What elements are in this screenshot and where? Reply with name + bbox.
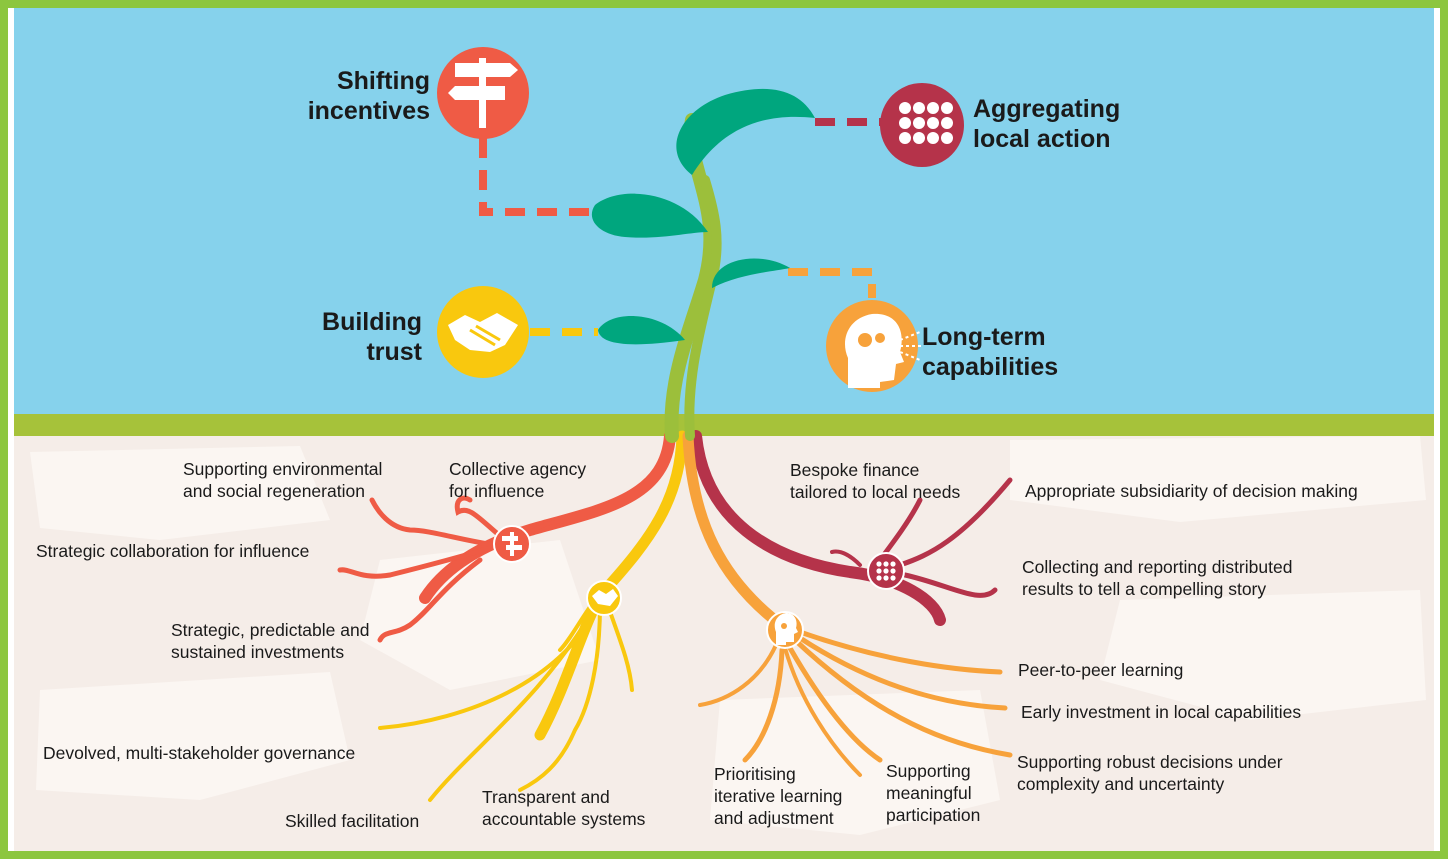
transparent-systems-label: Transparent and accountable systems <box>482 787 646 829</box>
handshake-icon <box>437 286 529 378</box>
incentives-connector <box>479 138 590 216</box>
head-gears-icon <box>826 300 922 392</box>
leaf-left-lower <box>598 316 685 345</box>
early-investment-label: Early investment in local capabilities <box>1021 702 1302 722</box>
iterative-learning-label: Prioritising iterative learning and adju… <box>714 764 843 828</box>
shifting-incentives-label: Shifting incentives <box>307 67 430 125</box>
leaves <box>591 88 815 345</box>
trust-root-node-icon <box>586 580 622 616</box>
building-trust-label: Building trust <box>322 308 422 366</box>
sky <box>14 8 1434 420</box>
robust-decisions-label: Supporting robust decisions under comple… <box>1017 752 1283 794</box>
roots <box>337 430 1013 802</box>
leaf-top <box>676 88 815 175</box>
aggregating-local-action-label: Aggregating local action <box>973 95 1121 153</box>
connectors <box>479 118 882 336</box>
env-regeneration-label: Supporting environmental and social rege… <box>183 459 383 501</box>
aggregating-root-node-icon <box>867 552 905 590</box>
capabilities-root <box>682 430 1013 777</box>
capabilities-connector <box>788 268 876 298</box>
leaf-left-upper <box>591 193 708 238</box>
ground-line <box>14 414 1434 436</box>
incentives-root <box>337 430 676 643</box>
aggregating-root <box>690 430 1013 626</box>
capabilities-root-node-icon <box>766 611 804 649</box>
strategic-investments-label: Strategic, predictable and sustained inv… <box>171 620 370 662</box>
soil-patches <box>30 436 1426 835</box>
collective-agency-label: Collective agency for influence <box>449 459 587 501</box>
distributed-results-label: Collecting and reporting distributed res… <box>1022 557 1293 599</box>
meaningful-participation-label: Supporting meaningful participation <box>886 761 981 825</box>
dot-grid-icon <box>880 83 964 167</box>
signpost-icon <box>437 47 529 139</box>
subsidiarity-label: Appropriate subsidiarity of decision mak… <box>1025 481 1358 501</box>
devolved-governance-label: Devolved, multi-stakeholder governance <box>43 743 356 763</box>
long-term-capabilities-label: Long-term capabilities <box>922 323 1059 381</box>
bespoke-finance-label: Bespoke finance tailored to local needs <box>790 460 961 502</box>
skilled-facilitation-label: Skilled facilitation <box>285 811 420 831</box>
peer-learning-label: Peer-to-peer learning <box>1018 660 1184 680</box>
incentives-root-node-icon <box>493 525 531 563</box>
strategic-collaboration-label: Strategic collaboration for influence <box>36 541 310 561</box>
